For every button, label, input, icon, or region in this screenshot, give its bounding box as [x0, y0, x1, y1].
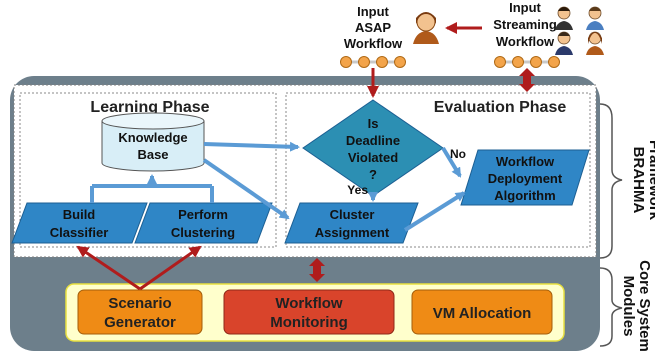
streaming-input-label-1: Input [509, 0, 541, 15]
core-label: Core System Modules [620, 260, 653, 352]
modules-double-arrow [309, 258, 325, 282]
decision-label-1: Is [368, 116, 379, 131]
learning-connectors [90, 174, 214, 203]
scenario-generator-module: Scenario Generator [77, 289, 203, 335]
workflow-monitoring-module: Workflow Monitoring [223, 289, 395, 335]
perform-clustering-label-2: Clustering [171, 225, 235, 240]
core-label-2: Modules [620, 276, 637, 337]
core-label-1: Core System [636, 260, 653, 352]
build-classifier-node: Build Classifier [11, 202, 148, 244]
knowledge-base-label-2: Base [137, 147, 168, 162]
evaluation-phase-title: Evaluation Phase [434, 99, 567, 116]
workflow-deployment-label-1: Workflow [496, 154, 555, 169]
streaming-workflow-chain [494, 56, 560, 68]
perform-clustering-node: Perform Clustering [134, 202, 273, 244]
decision-label-4: ? [369, 167, 377, 182]
build-classifier-label-2: Classifier [50, 225, 109, 240]
build-classifier-label-1: Build [63, 207, 96, 222]
knowledge-base-cylinder: Knowledge Base [101, 112, 205, 172]
framework-label-2: Framework [646, 140, 655, 221]
streaming-input-label-3: Workflow [496, 34, 555, 49]
asap-input-label-1: Input [357, 4, 389, 19]
asap-input-label-2: ASAP [355, 20, 391, 35]
no-label: No [450, 147, 466, 161]
streaming-users-icon [555, 6, 604, 55]
framework-label: BRAHMA Framework [630, 140, 655, 221]
streaming-double-arrow [519, 68, 535, 92]
cluster-assignment-node: Cluster Assignment [284, 202, 419, 244]
scenario-generator-label-2: Generator [104, 314, 176, 331]
vm-allocation-label: VM Allocation [433, 305, 532, 322]
evaluation-connectors [202, 141, 466, 232]
knowledge-base-label-1: Knowledge [118, 130, 187, 145]
workflow-deployment-label-2: Deployment [488, 171, 563, 186]
cluster-assignment-label-2: Assignment [315, 225, 390, 240]
core-brace [599, 267, 623, 347]
asap-workflow-chain [340, 56, 406, 68]
deadline-decision-node: Is Deadline Violated ? [302, 99, 444, 197]
workflow-deployment-label-3: Algorithm [494, 188, 555, 203]
framework-label-1: BRAHMA [630, 147, 647, 214]
scenario-generator-label-1: Scenario [108, 295, 171, 312]
perform-clustering-label-1: Perform [178, 207, 228, 222]
yes-label: Yes [347, 183, 368, 197]
framework-brace [599, 103, 623, 259]
cluster-assignment-label-1: Cluster [330, 207, 375, 222]
vm-allocation-module: VM Allocation [411, 289, 553, 335]
workflow-monitoring-label-1: Workflow [275, 295, 343, 312]
streaming-input-label-2: Streaming [493, 17, 557, 32]
asap-input-label-3: Workflow [344, 36, 403, 51]
workflow-deployment-node: Workflow Deployment Algorithm [460, 149, 590, 206]
scenario-red-arrows [76, 245, 202, 291]
asap-user-icon [413, 12, 439, 44]
decision-label-3: Violated [348, 150, 398, 165]
learning-phase-title: Learning Phase [90, 99, 209, 116]
decision-label-2: Deadline [346, 133, 400, 148]
workflow-monitoring-label-2: Monitoring [270, 314, 347, 331]
